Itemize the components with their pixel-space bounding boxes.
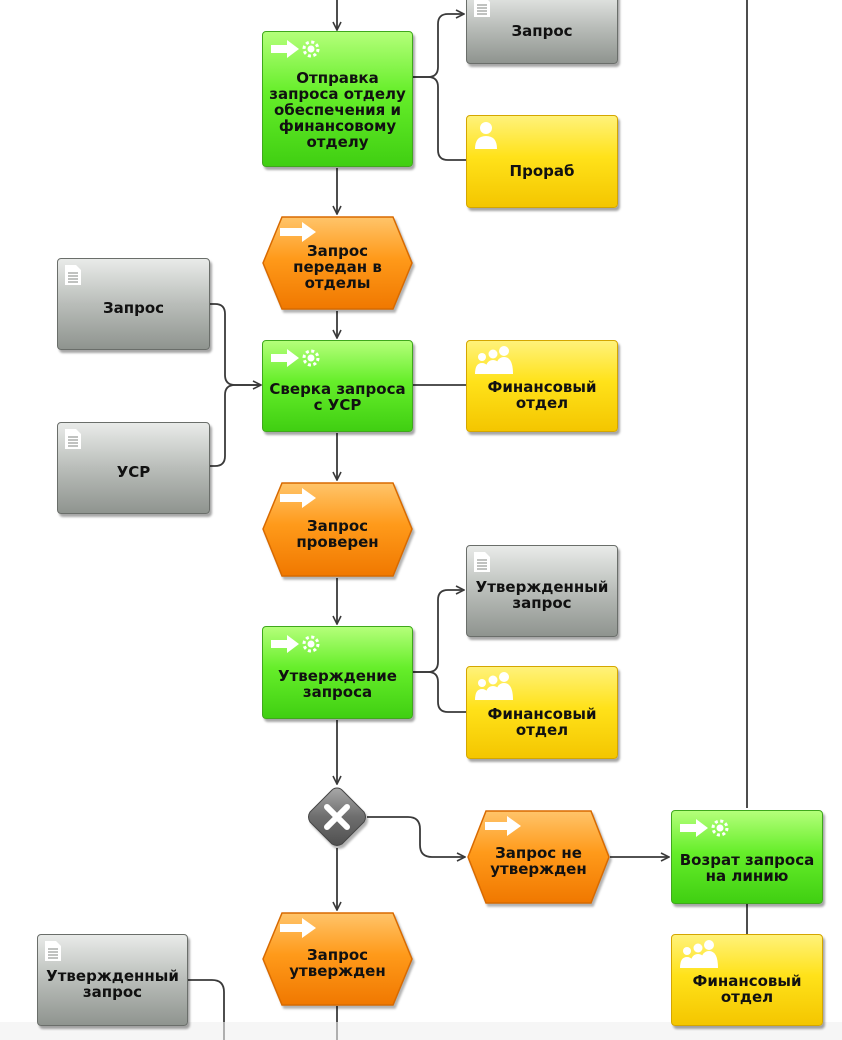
function-label: Сверка запроса с УСР	[269, 380, 406, 414]
document-label: Утвержденный запрос	[46, 967, 179, 1001]
connector-send-to-request-doc	[413, 14, 464, 78]
group-icon	[680, 940, 718, 968]
arrow-gear-icon	[271, 635, 320, 653]
event-hexagon	[467, 810, 610, 904]
document-icon	[474, 0, 490, 17]
person-icon	[475, 122, 497, 149]
document-usr[interactable]: УСР	[57, 422, 210, 514]
event-hexagon	[262, 216, 413, 310]
role-label: Финансовый отдел	[692, 972, 802, 1006]
document-approved-request-left[interactable]: Утвержденный запрос	[37, 934, 188, 1026]
connector-approved-doc-down	[188, 979, 225, 1040]
document-icon	[45, 941, 61, 961]
document-label: Запрос	[102, 299, 165, 317]
role-finance-dept-1[interactable]: Финансовый отдел	[466, 340, 618, 432]
role-foreman[interactable]: Прораб	[466, 115, 618, 208]
document-label: Утвержденный запрос	[475, 578, 609, 612]
group-icon	[475, 672, 513, 700]
event-label: Запрос передан в отделы	[293, 242, 382, 292]
event-request-checked[interactable]: Запрос проверен	[262, 482, 413, 577]
bottom-bar	[0, 1022, 842, 1040]
function-approve-request[interactable]: Утверждение запроса	[262, 626, 413, 719]
event-hexagon	[262, 482, 413, 577]
function-send-request[interactable]: Отправка запроса отделу обеспечения и фи…	[262, 31, 413, 167]
document-icon	[65, 429, 81, 449]
group-icon	[475, 346, 513, 374]
role-finance-dept-3[interactable]: Финансовый отдел	[671, 934, 823, 1026]
arrow-icon	[280, 488, 316, 508]
event-request-not-approved[interactable]: Запрос не утвержден	[467, 810, 610, 904]
role-label: Финансовый отдел	[487, 704, 597, 739]
function-label: Возрат запроса на линию	[679, 851, 815, 885]
document-label: УСР	[116, 463, 151, 481]
function-label: Отправка запроса отделу обеспечения и фи…	[269, 69, 406, 151]
function-return-request[interactable]: Возрат запроса на линию	[671, 810, 823, 904]
event-label: Запрос проверен	[296, 516, 379, 551]
arrow-gear-icon	[271, 40, 320, 58]
event-label: Запрос не утвержден	[490, 844, 587, 878]
connector-gateway-to-not-approved	[367, 816, 465, 857]
document-request-left[interactable]: Запрос	[57, 258, 210, 350]
document-approved-request-right[interactable]: Утвержденный запрос	[466, 545, 618, 637]
arrow-icon	[280, 918, 316, 938]
function-check-request[interactable]: Сверка запроса с УСР	[262, 340, 413, 432]
connector-send-to-foreman	[413, 76, 466, 161]
event-request-passed[interactable]: Запрос передан в отделы	[262, 216, 413, 310]
xor-gateway[interactable]	[306, 786, 368, 848]
arrow-gear-icon	[680, 819, 729, 837]
document-icon	[65, 265, 81, 285]
arrow-icon	[280, 222, 316, 242]
xor-gateway-icon	[308, 787, 366, 846]
role-finance-dept-2[interactable]: Финансовый отдел	[466, 666, 618, 759]
arrow-icon	[485, 816, 521, 836]
arrow-gear-icon	[271, 349, 320, 367]
document-icon	[474, 552, 490, 572]
role-label: Финансовый отдел	[487, 378, 597, 412]
event-hexagon	[262, 912, 413, 1006]
connector-approve-to-approved-doc	[413, 590, 464, 673]
document-label: Запрос	[511, 22, 573, 40]
role-label: Прораб	[509, 161, 575, 180]
connector-request-doc-to-check	[210, 303, 261, 385]
function-label: Утверждение запроса	[278, 666, 397, 701]
event-label: Запрос утвержден	[289, 946, 386, 980]
document-request-top[interactable]: Запрос	[466, 0, 618, 64]
connector-approve-to-finance	[413, 671, 466, 713]
event-request-approved[interactable]: Запрос утвержден	[262, 912, 413, 1006]
connector-usr-doc-to-check	[210, 384, 261, 467]
